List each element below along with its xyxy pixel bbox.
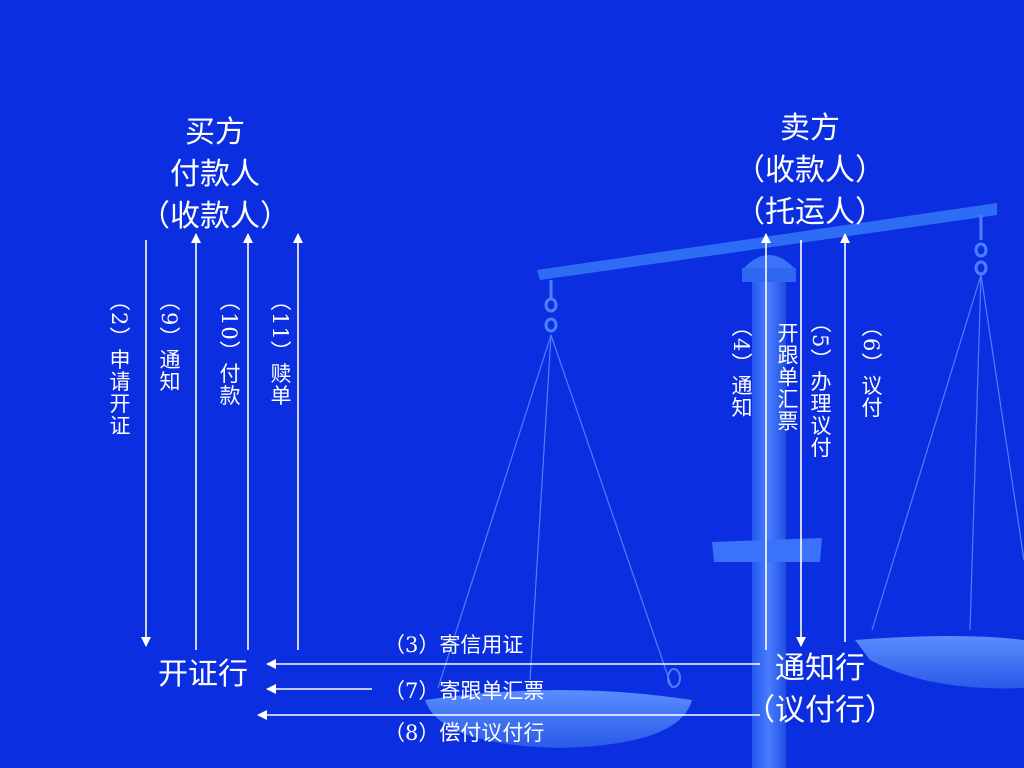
right-hook: [974, 215, 988, 276]
advising-bank-role: （议付行）: [745, 693, 895, 728]
buyer-title: 买方: [185, 115, 245, 150]
step-5-label-a: 开跟单汇票: [775, 322, 799, 432]
seller-title: 卖方: [780, 111, 840, 146]
step-7-label: （7）寄跟单汇票: [384, 679, 545, 703]
step-9-label: （9）通知: [157, 290, 181, 393]
step-3-label: （3）寄信用证: [384, 633, 524, 657]
buyer-label: 买方 付款人 （收款人）: [120, 112, 310, 238]
step-6-label: （6）议付: [859, 316, 883, 419]
advising-bank-title: 通知行: [775, 651, 865, 686]
buyer-role-payer: 付款人: [170, 157, 260, 192]
issuing-bank-label: 开证行: [158, 657, 248, 692]
step-2-label: （2）申请开证: [107, 290, 131, 437]
seller-role-payee: （收款人）: [735, 153, 885, 188]
seller-role-shipper: （托运人）: [735, 195, 885, 230]
step-5-label-b: （5）办理议付: [808, 312, 832, 459]
left-hook: [544, 280, 558, 333]
advising-bank-label: 通知行 （议付行）: [745, 648, 895, 732]
step-11-label: （11）赎单: [268, 290, 292, 407]
buyer-role-payee: （收款人）: [140, 199, 290, 234]
seller-label: 卖方 （收款人） （托运人）: [715, 108, 905, 234]
step-4-label: （4）通知: [729, 316, 753, 419]
scale-pole: [752, 280, 786, 768]
scale-base: [712, 538, 822, 562]
right-pan: [855, 636, 1024, 689]
scale-pole-cap: [742, 255, 796, 270]
step-8-label: （8）偿付议付行: [384, 721, 545, 745]
left-pan: [425, 690, 692, 748]
step-10-label: （10）付款: [217, 290, 241, 407]
